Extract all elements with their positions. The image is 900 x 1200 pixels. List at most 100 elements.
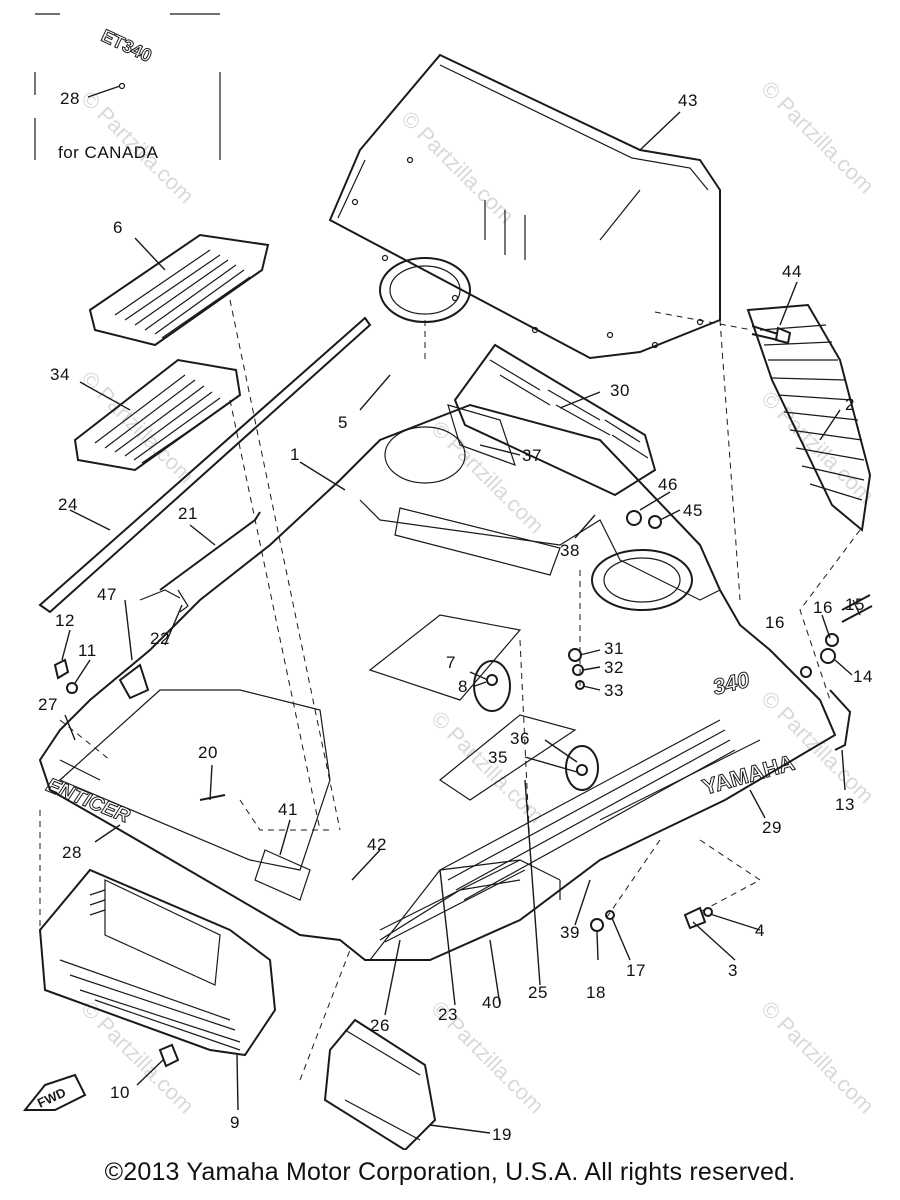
washer-32: [572, 664, 584, 676]
fastener-8: [486, 674, 498, 686]
callout-39: 39: [560, 923, 580, 942]
decal-37: [447, 404, 516, 466]
callout-18: 18: [586, 983, 606, 1002]
callout-45: 45: [683, 501, 703, 520]
spring-clip: [177, 589, 189, 613]
trim-strip: [38, 316, 372, 614]
vent-rim: [379, 257, 471, 323]
callout-47: 47: [97, 585, 117, 604]
callout-25: 25: [528, 983, 548, 1002]
callout-40: 40: [482, 993, 502, 1012]
callout-12: 12: [55, 611, 75, 630]
callout-46: 46: [658, 475, 678, 494]
hood-cowl: [38, 403, 837, 961]
side-panel-lines: [559, 739, 761, 900]
grommet-31: [568, 648, 582, 662]
callout-21: 21: [178, 504, 198, 523]
top-vent-slats: [489, 359, 649, 459]
washer-16b: [800, 666, 812, 678]
callout-11: 11: [78, 641, 97, 660]
nut-3: [683, 906, 707, 930]
grille-outline: [38, 868, 277, 1057]
leader-dot: [118, 82, 126, 90]
assembly-lines: [39, 299, 861, 1081]
exploded-parts-diagram: © Partzilla.com © Partzilla.com © Partzi…: [22, 13, 879, 1150]
cable-line: [159, 511, 261, 591]
callout-24: 24: [58, 495, 78, 514]
enticer-decal: ENTICER: [43, 774, 133, 827]
callout-32: 32: [604, 658, 624, 677]
hood-opening: [368, 614, 522, 701]
callout-4: 4: [755, 921, 765, 940]
callout-7: 7: [446, 653, 456, 672]
front-grille-9: [38, 868, 277, 1057]
callout-35: 35: [488, 748, 508, 767]
louver-slats: [114, 249, 251, 339]
callout-5: 5: [338, 413, 348, 432]
leader-lines: [61, 111, 861, 1134]
callout-36: 36: [510, 729, 530, 748]
callout-10: 10: [110, 1083, 130, 1102]
callout-27: 27: [38, 695, 58, 714]
callout-33: 33: [604, 681, 624, 700]
callout-1: 1: [290, 445, 300, 464]
callout-38: 38: [560, 541, 580, 560]
duct-41: [254, 849, 311, 901]
plate-7: [473, 660, 511, 712]
watermark-text: © Partzilla.com: [756, 996, 879, 1119]
inset-callout: 28: [60, 89, 80, 108]
fwd-arrow: FWD: [22, 1073, 87, 1111]
callout-6: 6: [113, 218, 123, 237]
louver-outline: [88, 233, 270, 347]
callout-3: 3: [728, 961, 738, 980]
washer-4: [703, 907, 713, 917]
callout-31: 31: [604, 639, 624, 658]
front-nose: [58, 689, 331, 871]
louver-outline: [73, 358, 242, 472]
washer-16: [825, 633, 839, 647]
callout-8: 8: [458, 677, 468, 696]
hood-outline: [38, 403, 837, 961]
callout-17: 17: [626, 961, 646, 980]
grille-outline: [746, 303, 872, 532]
washer-11: [66, 682, 78, 694]
callout-16-lower: 16: [765, 613, 785, 632]
grille-louvers: [89, 889, 106, 916]
washer-45: [648, 515, 662, 529]
callout-15: 15: [845, 595, 865, 614]
windshield-edge: [337, 64, 709, 219]
callout-2: 2: [845, 395, 855, 414]
callout-13: 13: [835, 795, 855, 814]
callout-28: 28: [62, 843, 82, 862]
watermark-layer: © Partzilla.com © Partzilla.com © Partzi…: [76, 76, 879, 1119]
round-vent-5: [379, 257, 471, 360]
inset-decal-text: ET340: [98, 25, 155, 66]
screw-20: [199, 794, 226, 801]
hook-13: [829, 689, 852, 751]
bracket-edges: [344, 1029, 421, 1141]
vent-louver-6: [88, 233, 270, 347]
callout-42: 42: [367, 835, 387, 854]
fwd-arrow-icon: [22, 1073, 87, 1111]
nut-12: [53, 658, 70, 680]
nut-18: [590, 918, 604, 932]
inset-caption: for CANADA: [58, 143, 159, 162]
louver-slats: [94, 374, 229, 464]
watermark-text: © Partzilla.com: [756, 386, 879, 509]
watermark-text: © Partzilla.com: [756, 686, 879, 809]
callout-34: 34: [50, 365, 70, 384]
callout-43: 43: [678, 91, 698, 110]
cable-21: [139, 511, 261, 601]
yamaha-decal: YAMAHA: [699, 750, 797, 800]
callout-30: 30: [610, 381, 630, 400]
hood-edge: [59, 759, 101, 781]
windshield-mount-hole: [351, 156, 704, 349]
collar-14: [820, 648, 836, 664]
top-vent-outline: [453, 343, 657, 497]
watermark-text: © Partzilla.com: [426, 706, 549, 829]
callout-16-upper: 16: [813, 598, 833, 617]
windshield-reflection: [484, 189, 641, 260]
screw-10: [158, 1043, 180, 1068]
grommet-46: [626, 510, 642, 526]
assembly-line: [654, 311, 753, 331]
